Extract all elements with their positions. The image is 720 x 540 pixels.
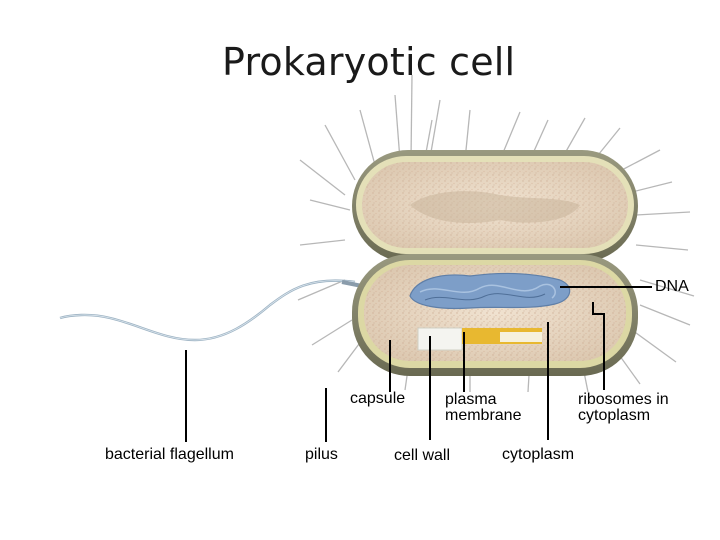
label-ribosomes-2: cytoplasm xyxy=(578,407,650,424)
diagram-title: Prokaryotic cell xyxy=(222,40,515,84)
label-bacterial-flagellum: bacterial flagellum xyxy=(105,446,234,463)
label-dna: DNA xyxy=(655,278,689,295)
label-cell-wall: cell wall xyxy=(394,447,450,464)
label-capsule: capsule xyxy=(350,390,405,407)
flagellum-strand xyxy=(60,281,355,340)
cell-top-half xyxy=(352,150,638,262)
dna-nucleoid xyxy=(410,273,570,308)
label-cytoplasm: cytoplasm xyxy=(502,446,574,463)
cell-wall-cut xyxy=(418,328,462,350)
label-plasma-membrane-1: plasma xyxy=(445,391,497,408)
label-pilus: pilus xyxy=(305,446,338,463)
label-plasma-membrane-2: membrane xyxy=(445,407,521,424)
label-ribosomes-1: ribosomes in xyxy=(578,391,669,408)
